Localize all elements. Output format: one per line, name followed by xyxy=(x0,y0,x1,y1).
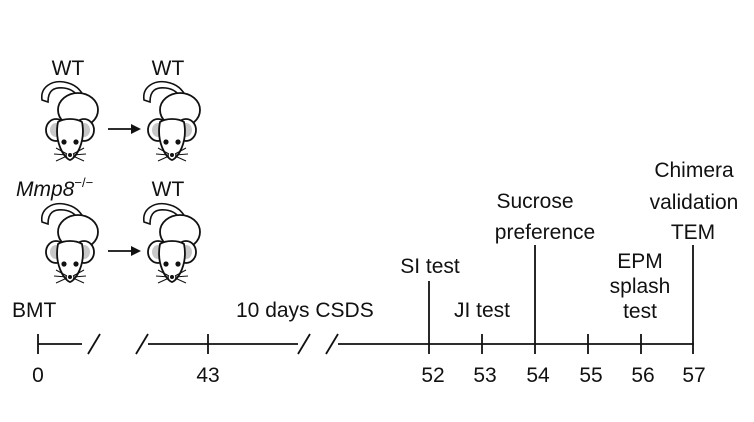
mouse-icon xyxy=(142,80,201,162)
tick-label: 43 xyxy=(196,364,219,387)
row2-recipient-label: WT xyxy=(152,178,185,201)
csds-label: 10 days CSDS xyxy=(236,299,374,322)
chimera-label-line3: TEM xyxy=(671,221,715,244)
tick-label: 53 xyxy=(473,364,496,387)
tick-label: 57 xyxy=(682,364,705,387)
tick-label: 54 xyxy=(526,364,550,387)
row2-donor-label: Mmp8−/− xyxy=(16,175,93,201)
epm-label-line3: test xyxy=(623,300,657,323)
tick-label: 52 xyxy=(421,364,444,387)
bmt-label: BMT xyxy=(12,299,57,322)
mouse-icon xyxy=(40,202,99,284)
chimera-label-line1: Chimera xyxy=(654,159,734,182)
arrow-icon xyxy=(107,123,142,135)
row1-donor-label: WT xyxy=(52,57,85,80)
ji-test-label: JI test xyxy=(454,299,510,322)
timeline-axis xyxy=(37,245,694,355)
sucrose-label-line1: Sucrose xyxy=(496,190,573,213)
tick-label: 0 xyxy=(32,364,44,387)
row1-recipient-label: WT xyxy=(152,57,185,80)
tick-label: 56 xyxy=(631,364,654,387)
epm-label-line2: splash xyxy=(610,275,671,298)
arrow-icon xyxy=(107,245,142,257)
si-test-label: SI test xyxy=(400,255,460,278)
mouse-icon xyxy=(40,80,99,162)
mouse-icon xyxy=(142,202,201,284)
epm-label-line1: EPM xyxy=(617,250,663,273)
sucrose-label-line2: preference xyxy=(495,221,595,244)
tick-label: 55 xyxy=(579,364,602,387)
chimera-label-line2: validation xyxy=(650,191,739,214)
